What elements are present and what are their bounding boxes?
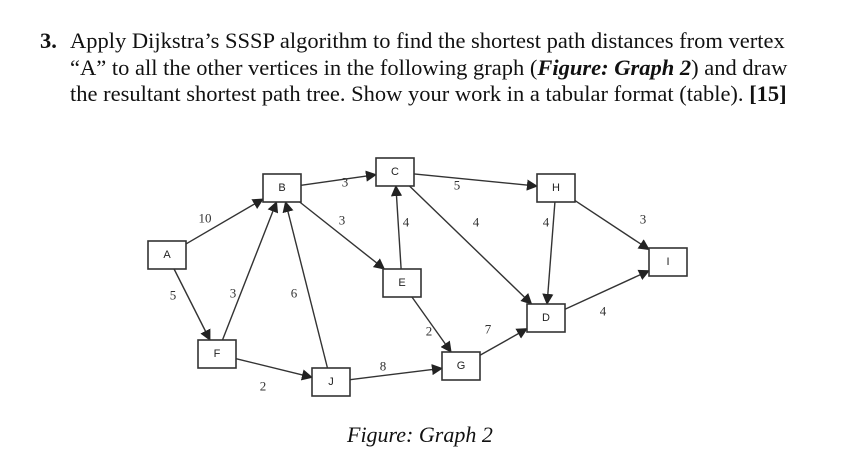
question-block: 3. Apply Dijkstra’s SSSP algorithm to fi… — [40, 28, 800, 108]
node-box — [441, 351, 481, 381]
node-d: D — [526, 303, 566, 333]
edge-f-j — [235, 357, 314, 381]
edge-h-i — [574, 199, 650, 251]
node-g: G — [441, 351, 481, 381]
edge-weight-e-g: 2 — [426, 324, 433, 339]
figure-caption: Figure: Graph 2 — [347, 422, 493, 447]
node-box — [311, 367, 351, 397]
edge-weight-h-d: 4 — [543, 215, 550, 230]
edge-c-h — [413, 173, 539, 191]
node-h: H — [536, 173, 576, 203]
node-box — [262, 173, 302, 203]
node-c: C — [375, 157, 415, 187]
edge-j-b — [282, 200, 329, 369]
edge-a-b — [185, 198, 264, 245]
edge-weight-g-d: 7 — [485, 322, 492, 337]
edge-e-g — [411, 296, 452, 353]
edge-weight-a-b: 10 — [199, 211, 212, 226]
edge-h-d — [542, 201, 556, 306]
node-label: H — [552, 182, 560, 194]
edge-b-c — [300, 170, 378, 187]
node-box — [147, 240, 187, 270]
node-e: E — [382, 268, 422, 298]
edge-c-d — [408, 185, 533, 305]
edge-weight-j-g: 8 — [380, 359, 387, 374]
edge-weight-c-d: 4 — [473, 215, 480, 230]
node-label: F — [214, 348, 221, 360]
question-number: 3. — [40, 28, 57, 53]
question-marks: [15] — [749, 81, 787, 106]
edge-weight-f-b: 3 — [230, 286, 237, 301]
edge-weight-e-c: 4 — [403, 215, 410, 230]
node-j: J — [311, 367, 351, 397]
node-box — [375, 157, 415, 187]
edge-e-c — [390, 184, 403, 270]
node-label: B — [278, 182, 285, 194]
edge-f-b — [221, 200, 279, 341]
edge-weight-c-h: 5 — [454, 178, 461, 193]
node-f: F — [197, 339, 237, 369]
edge-weight-h-i: 3 — [640, 212, 647, 227]
edge-weight-b-e: 3 — [339, 213, 346, 228]
node-box — [526, 303, 566, 333]
figure-reference: Figure: Graph 2 — [537, 54, 692, 80]
node-label: I — [666, 256, 669, 268]
edge-weight-b-c: 3 — [342, 175, 349, 190]
node-label: E — [398, 277, 405, 289]
node-box — [536, 173, 576, 203]
edge-weight-a-f: 5 — [170, 288, 177, 303]
edge-g-d — [479, 328, 528, 356]
node-a: A — [147, 240, 187, 270]
question-text-part-1: Apply Dijkstra’s SSSP algorithm to find … — [70, 28, 785, 80]
node-label: C — [391, 166, 399, 178]
edge-weight-d-i: 4 — [600, 304, 607, 319]
edge-j-g — [349, 364, 444, 381]
question-text-part-2: ) and draw the resultant shortest path t… — [70, 54, 788, 107]
node-label: J — [328, 376, 334, 388]
node-i: I — [648, 247, 688, 277]
node-box — [197, 339, 237, 369]
question-text: Apply Dijkstra’s SSSP algorithm to find … — [70, 28, 800, 108]
edge-weight-f-j: 2 — [260, 379, 267, 394]
node-box — [648, 247, 688, 277]
edge-b-e — [299, 201, 386, 270]
edge-d-i — [564, 269, 651, 310]
node-label: D — [542, 312, 550, 324]
node-box — [382, 268, 422, 298]
edge-a-f — [173, 268, 211, 341]
node-label: G — [457, 360, 466, 372]
edge-weight-j-b: 6 — [291, 286, 298, 301]
node-b: B — [262, 173, 302, 203]
node-label: A — [163, 249, 171, 261]
